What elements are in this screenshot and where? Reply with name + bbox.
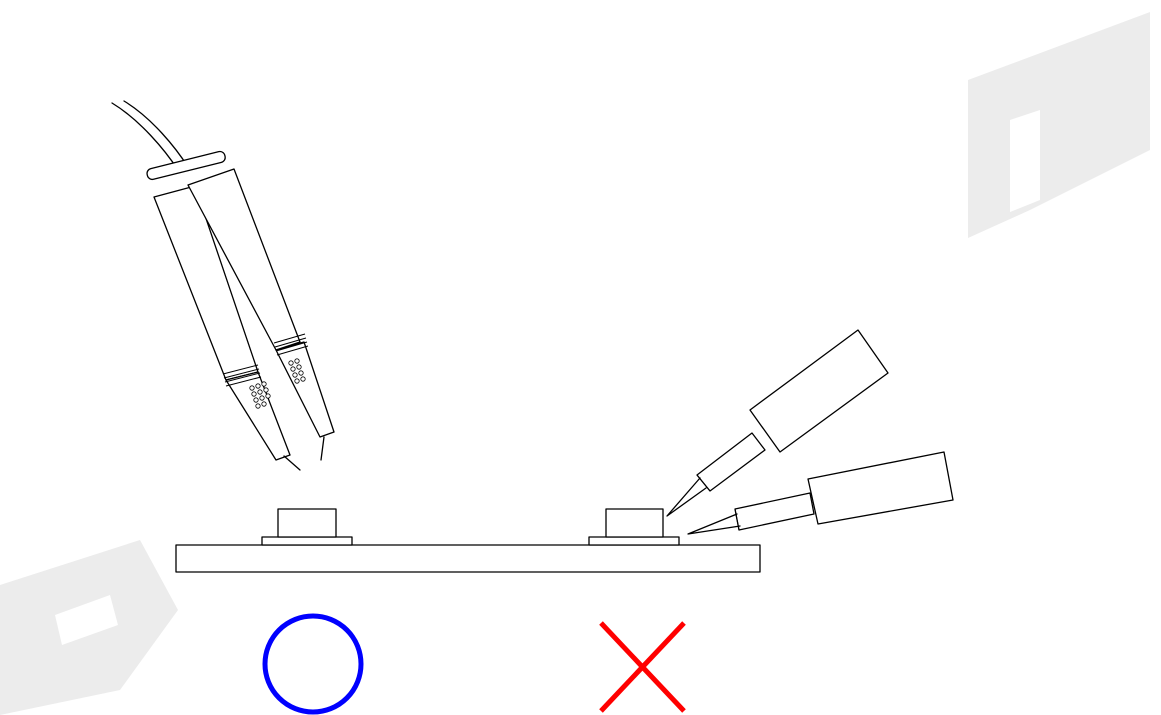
- probe-lower-shaft: [734, 492, 815, 531]
- watermark-fragment-left-cut: [55, 595, 118, 645]
- tweezer-left-coil: [222, 364, 262, 387]
- component-right-body: [605, 508, 664, 538]
- tweezer-clip-ring: [146, 150, 226, 181]
- tweezer-cable-2: [123, 100, 189, 168]
- test-probe-lower: [687, 451, 954, 535]
- watermark-fragment-right-cut: [1010, 110, 1040, 212]
- probe-lower-collar: [734, 508, 740, 531]
- tweezer-probe: [111, 100, 335, 471]
- probe-upper-handle: [749, 329, 889, 453]
- probe-lower-handle: [807, 451, 954, 525]
- tweezer-right-grip: [275, 341, 335, 438]
- cross-icon: [599, 621, 686, 713]
- tweezer-left-knurl: [249, 381, 271, 409]
- probe-upper-collar: [696, 474, 711, 492]
- tweezer-left-grip: [225, 371, 291, 461]
- circuit-board: [175, 508, 761, 573]
- probe-upper-tip: [666, 477, 707, 517]
- watermark-fragment-right: [968, 12, 1150, 238]
- component-left-pad: [261, 536, 353, 546]
- probe-upper-shaft: [696, 432, 766, 492]
- circle-icon: [262, 613, 364, 715]
- tweezer-left-tip: [283, 455, 301, 471]
- tweezer-right-tip: [320, 436, 325, 461]
- tweezer-cable: [111, 102, 179, 171]
- pcb-board: [175, 544, 761, 573]
- tweezer-right-arm: [187, 168, 301, 351]
- tweezer-right-coil: [273, 333, 309, 356]
- watermark-logo: [0, 12, 1150, 715]
- probe-lower-tip: [687, 513, 741, 535]
- component-right-pad: [588, 536, 680, 546]
- component-left-body: [277, 508, 337, 538]
- test-probe-upper: [666, 329, 889, 517]
- tweezer-right-knurl: [288, 358, 306, 384]
